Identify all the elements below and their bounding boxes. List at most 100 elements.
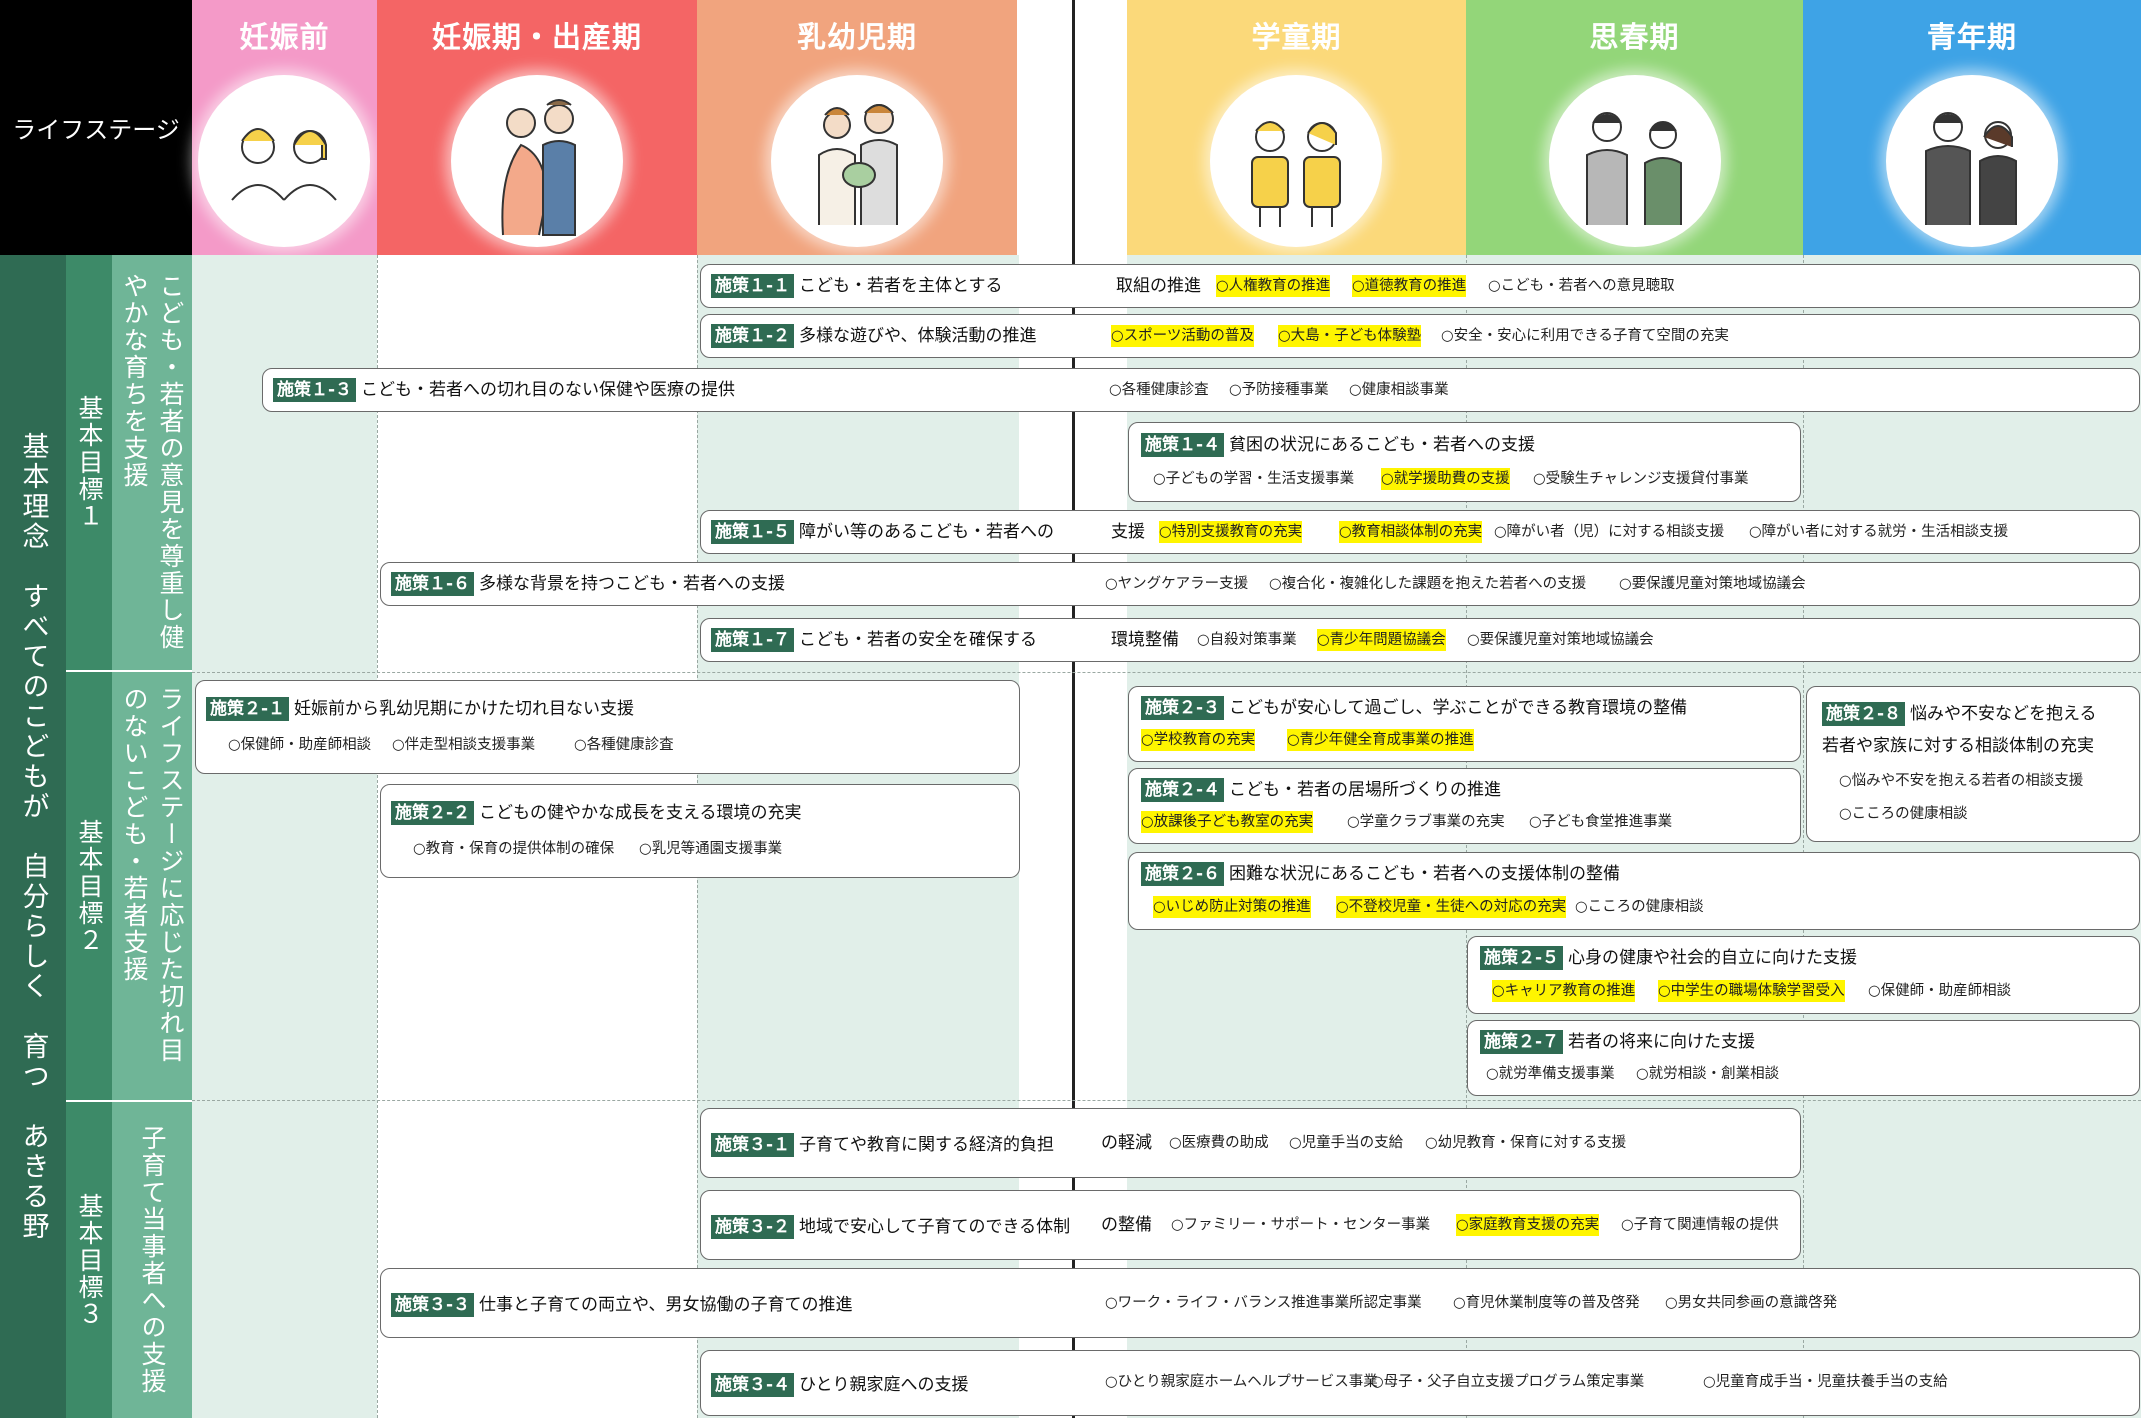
schoolchildren-illustration-icon [1210,75,1382,247]
policy-item: ○特別支援教育の充実 [1159,521,1303,543]
policy-item: ○ひとり親家庭ホームヘルプサービス事業 [1105,1374,1378,1390]
policy-item: ○こころの健康相談 [1839,806,1968,822]
policy-item: ○こころの健康相談 [1575,899,1704,915]
policy-tag: 施策１-３ [273,378,357,402]
policy-item: ○スポーツ活動の普及 [1111,325,1254,347]
policy-item: ○中学生の職場体験学習受入 [1658,980,1845,1002]
policy-item: ○保健師・助産師相談 [228,737,372,753]
family-with-baby-illustration-icon [771,75,943,247]
policy-item: ○自殺対策事業 [1197,632,1297,648]
policy-item: ○キャリア教育の推進 [1492,980,1636,1002]
policy-item: ○要保護児童対策地域協議会 [1619,576,1806,592]
policy-1-7: 施策１-７ こども・若者の安全を確保する 環境整備 ○自殺対策事業 ○青少年問題… [700,618,2140,662]
goal2-label: 基本目標２ [75,818,104,954]
policy-item: ○就学援助費の支援 [1381,468,1510,490]
policy-item: ○男女共同参画の意識啓発 [1665,1295,1838,1311]
policy-tag: 施策２-７ [1480,1030,1564,1054]
life-stage-label: ライフステージ [0,0,192,255]
policy-item: ○伴走型相談支援事業 [392,737,536,753]
policy-tag: 施策２-５ [1480,946,1564,970]
young-adults-in-suits-illustration-icon [1886,75,2058,247]
stage-pregnancy: 妊娠期・出産期 [377,0,697,255]
policy-item: ○健康相談事業 [1349,382,1449,398]
policy-title: 障がい等のあるこども・若者への [799,522,1054,542]
policy-item: ○青少年問題協議会 [1317,629,1446,651]
policy-title-cont: の軽減 [1101,1133,1152,1153]
policy-title: 困難な状況にあるこども・若者への支援体制の整備 [1229,864,1620,884]
policy-tag: 施策２-８ [1822,702,1906,726]
goal2-desc-band: ライフステージに応じた切れ目のないこども・若者支援 [112,670,192,1100]
policy-item: ○家庭教育支援の充実 [1456,1214,1600,1236]
policy-item: ○保健師・助産師相談 [1868,983,2012,999]
policy-2-6: 施策２-６ 困難な状況にあるこども・若者への支援体制の整備 ○いじめ防止対策の推… [1128,852,2140,930]
stage-school: 学童期 [1127,0,1466,255]
policy-item: ○幼児教育・保育に対する支援 [1425,1135,1627,1151]
goal3-desc: 子育て当事者への支援 [138,1125,167,1395]
goal1-label: 基本目標１ [75,395,104,530]
policy-title-cont: の整備 [1101,1215,1152,1235]
policy-title: こどもの健やかな成長を支える環境の充実 [479,803,802,823]
policy-item: ○就労準備支援事業 [1486,1066,1615,1082]
policy-item: ○育児休業制度等の普及啓発 [1453,1295,1640,1311]
policy-2-5: 施策２-５ 心身の健康や社会的自立に向けた支援 ○キャリア教育の推進 ○中学生の… [1467,936,2140,1014]
policy-tag: 施策２-１ [206,697,290,721]
stage-title: 乳幼児期 [796,20,917,54]
policy-item: ○学童クラブ事業の充実 [1347,814,1505,830]
policy-item: ○医療費の助成 [1169,1135,1269,1151]
policy-title: 悩みや不安などを抱える [1910,704,2097,724]
goal1-band: 基本目標１ [66,255,112,670]
divider-line [1072,0,1075,1418]
policy-title: こどもが安心して過ごし、学ぶことができる教育環境の整備 [1229,698,1688,718]
goal2-desc: ライフステージに応じた切れ目のないこども・若者支援 [120,686,185,1064]
policy-tag: 施策２-３ [1141,696,1225,720]
goal3-desc-band: 子育て当事者への支援 [112,1100,192,1418]
stage-title: 学童期 [1251,20,1342,54]
policy-item: ○放課後子ども教室の充実 [1141,811,1314,833]
stage-infant: 乳幼児期 [697,0,1017,255]
grid-line [192,1100,2141,1101]
policy-3-2: 施策３-２ 地域で安心して子育てのできる体制 の整備 ○ファミリー・サポート・セ… [700,1190,1801,1260]
policy-item: ○教育相談体制の充実 [1339,521,1483,543]
policy-1-4: 施策１-４ 貧困の状況にあるこども・若者への支援 ○子どもの学習・生活支援事業 … [1128,422,1801,502]
policy-tag: 施策１-５ [711,520,795,544]
policy-title-cont: 取組の推進 [1116,276,1201,296]
policy-tag: 施策１-７ [711,628,795,652]
policy-item: ○就労相談・創業相談 [1636,1066,1780,1082]
philosophy-band: 基本理念 すべてのこどもが 自分らしく 育つ あきる野 [0,255,66,1418]
policy-item: ○子ども食堂推進事業 [1529,814,1673,830]
policy-item: ○安全・安心に利用できる子育て空間の充実 [1441,328,1729,344]
policy-item: ○子どもの学習・生活支援事業 [1153,471,1355,487]
grid-line [377,255,378,1418]
policy-item: ○学校教育の充実 [1141,729,1256,751]
policy-2-1: 施策２-１ 妊娠前から乳幼児期にかけた切れ目ない支援 ○保健師・助産師相談 ○伴… [195,680,1020,774]
policy-title: こども・若者の安全を確保する [799,630,1037,650]
philosophy-text: 基本理念 すべてのこどもが 自分らしく 育つ あきる野 [17,431,49,1242]
policy-title: 多様な背景を持つこども・若者への支援 [479,574,785,594]
policy-item: ○複合化・複雑化した課題を抱えた若者への支援 [1269,576,1587,592]
stage-title: 妊娠期・出産期 [431,20,642,54]
policy-2-2: 施策２-２ こどもの健やかな成長を支える環境の充実 ○教育・保育の提供体制の確保… [380,784,1020,878]
stage-title: 思春期 [1589,20,1680,54]
policy-3-4: 施策３-４ ひとり親家庭への支援 ○ひとり親家庭ホームヘルプサービス事業 ○母子… [700,1350,2140,1416]
policy-item: ○子育て関連情報の提供 [1621,1217,1779,1233]
policy-1-2: 施策１-２ 多様な遊びや、体験活動の推進 ○スポーツ活動の普及 ○大島・子ども体… [700,314,2140,358]
pregnant-couple-illustration-icon [451,75,623,247]
policy-item: ○道徳教育の推進 [1352,275,1467,297]
stage-prepregnancy: 妊娠前 [192,0,377,255]
policy-item: ○予防接種事業 [1229,382,1329,398]
policy-item: ○要保護児童対策地域協議会 [1467,632,1654,648]
policy-title: 妊娠前から乳幼児期にかけた切れ目ない支援 [294,699,634,719]
policy-item: ○いじめ防止対策の推進 [1153,896,1311,918]
stage-title: 青年期 [1926,20,2017,54]
stage-youth: 青年期 [1803,0,2141,255]
policy-tag: 施策２-２ [391,801,475,825]
policy-item: ○教育・保育の提供体制の確保 [413,841,615,857]
policy-item: ○児童育成手当・児童扶養手当の支給 [1703,1374,1948,1390]
policy-title-cont: 環境整備 [1111,630,1179,650]
policy-item: ○青少年健全育成事業の推進 [1287,729,1474,751]
policy-item: ○ファミリー・サポート・センター事業 [1171,1217,1431,1233]
policy-item: ○大島・子ども体験塾 [1278,325,1422,347]
policy-item: ○悩みや不安を抱える若者の相談支援 [1839,773,2084,789]
policy-tag: 施策１-６ [391,572,475,596]
policy-1-3: 施策１-３ こども・若者への切れ目のない保健や医療の提供 ○各種健康診査 ○予防… [262,368,2140,412]
